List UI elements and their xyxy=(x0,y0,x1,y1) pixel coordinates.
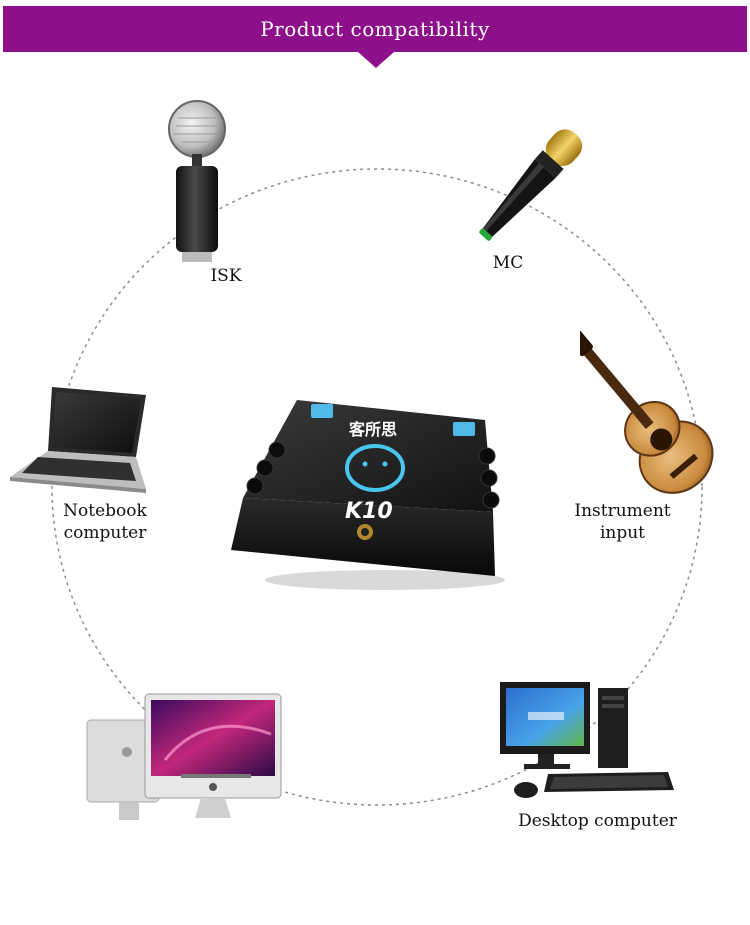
acoustic-guitar-icon xyxy=(580,329,714,494)
imac-computer-icon xyxy=(86,693,282,820)
device-brand-text: 客所思 xyxy=(349,420,397,439)
device-model-text: K10 xyxy=(345,499,393,524)
item-label-instrument: Instrument input xyxy=(574,501,671,543)
page-title: Product compatibility xyxy=(260,17,490,41)
header-banner: Product compatibility xyxy=(3,6,747,52)
desktop-computer-icon xyxy=(500,682,674,798)
studio-microphone-icon xyxy=(168,100,226,262)
k10-sound-card: 客所思 K10 xyxy=(231,400,505,590)
handheld-microphone-icon xyxy=(479,129,583,241)
item-label-notebook: Notebook computer xyxy=(63,501,147,543)
item-label-isk: ISK xyxy=(210,266,242,286)
item-label-desktop: Desktop computer xyxy=(518,811,677,831)
banner-pointer xyxy=(358,52,394,68)
item-label-mc: MC xyxy=(492,253,524,273)
laptop-icon xyxy=(10,387,146,493)
